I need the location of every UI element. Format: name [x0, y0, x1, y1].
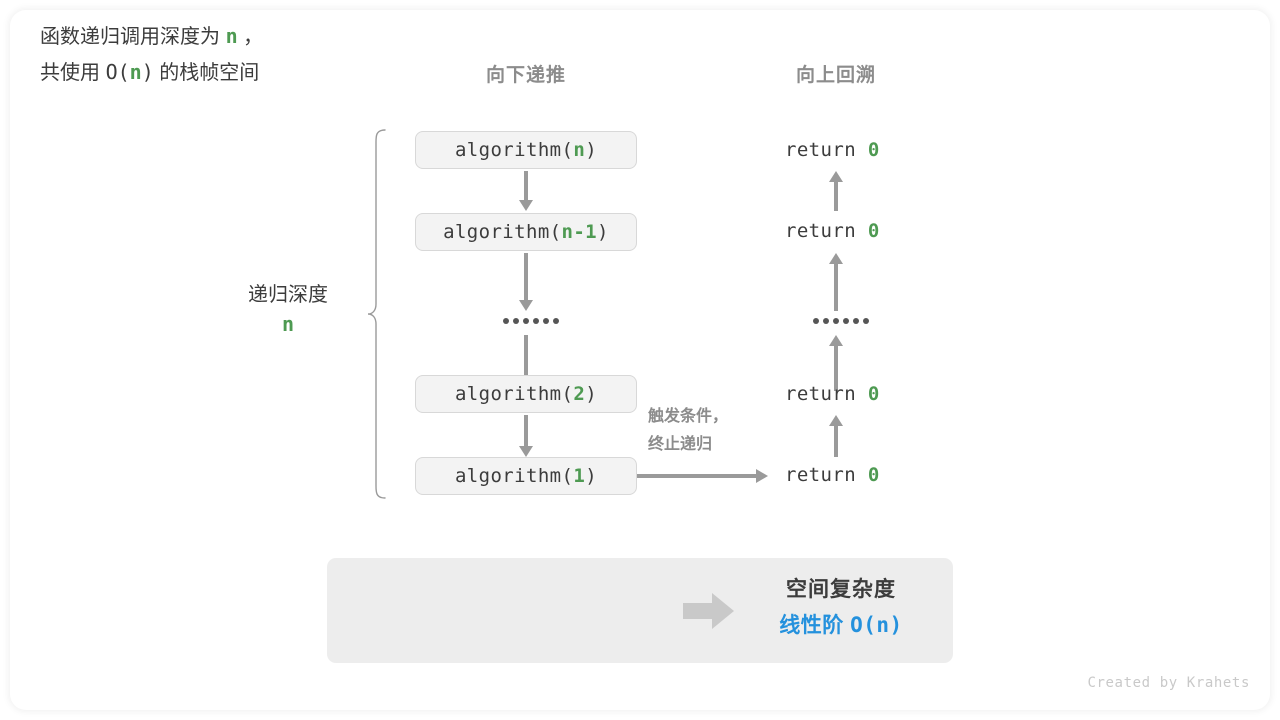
summary-line2-a: 共使用 [40, 62, 106, 84]
down-arrow-4 [519, 415, 533, 457]
ellipsis-right [813, 318, 869, 324]
summary-line2-n: n [129, 60, 142, 84]
summary-right-text: 空间复杂度 线性阶 O(n) [735, 573, 947, 643]
summary-line-2: 共使用 O(n) 的栈帧空间 [40, 55, 263, 91]
recursion-depth-text: 递归深度 [248, 284, 328, 306]
call-box-prefix: algorithm( [443, 221, 562, 243]
call-box-2[interactable]: algorithm(2) [415, 375, 637, 413]
trigger-note-line1: 触发条件， [648, 408, 729, 425]
return-value: 0 [867, 464, 880, 486]
column-header-ascend: 向上回溯 [795, 65, 876, 86]
call-box-arg: 2 [573, 383, 586, 405]
summary-line1-b: ， [237, 26, 264, 48]
call-box-arg: n-1 [561, 221, 598, 243]
up-arrow-1 [829, 171, 843, 211]
call-box-prefix: algorithm( [454, 465, 574, 487]
call-box-suffix: ) [597, 221, 609, 243]
credit-text: Created by Krahets [1087, 675, 1250, 691]
block-right-arrow-icon [683, 592, 735, 630]
up-arrow-2 [829, 253, 843, 311]
summary-line2-b: 的栈帧空间 [153, 62, 260, 84]
base-case-arrow [637, 469, 768, 483]
complexity-value: 线性阶 O(n) [735, 608, 947, 644]
call-box-prefix: algorithm( [454, 383, 574, 405]
summary-panel [327, 558, 953, 663]
recursion-depth-label: 递归深度 n [200, 281, 376, 339]
call-box-suffix: ) [585, 383, 598, 405]
call-box-suffix: ) [585, 465, 598, 487]
call-box-1[interactable]: algorithm(1) [415, 457, 637, 495]
summary-line1-a: 函数递归调用深度为 [40, 26, 226, 48]
call-box-suffix: ) [585, 139, 598, 161]
return-keyword: return [785, 220, 857, 242]
column-header-descend: 向下递推 [485, 65, 566, 86]
up-arrow-4 [829, 415, 843, 457]
return-keyword: return [785, 139, 857, 161]
return-value: 0 [867, 383, 880, 405]
return-stmt-2: return 0 [785, 220, 880, 242]
recursion-depth-value: n [281, 312, 295, 336]
trigger-condition-note: 触发条件， 终止递归 [648, 403, 728, 459]
down-arrow-2 [519, 253, 533, 311]
summary-line2-c: ) [141, 60, 154, 84]
summary-line-1: 函数递归调用深度为 n ， [40, 19, 263, 55]
return-stmt-4: return 0 [785, 464, 880, 486]
ellipsis-left [503, 318, 559, 324]
summary-line1-n: n [225, 24, 238, 48]
call-box-arg: n [573, 139, 586, 161]
return-value: 0 [867, 220, 880, 242]
down-arrow-1 [519, 171, 533, 211]
call-box-arg: 1 [573, 465, 586, 487]
return-keyword: return [785, 383, 857, 405]
call-box-n[interactable]: algorithm(n) [415, 131, 637, 169]
up-arrow-3 [829, 335, 843, 391]
call-box-n-minus-1[interactable]: algorithm(n-1) [415, 213, 637, 251]
return-stmt-3: return 0 [785, 383, 880, 405]
return-stmt-1: return 0 [785, 139, 880, 161]
call-box-prefix: algorithm( [454, 139, 574, 161]
complexity-value-label: 线性阶 [779, 613, 851, 637]
return-keyword: return [785, 464, 857, 486]
summary-line2-o: O( [105, 60, 130, 84]
recursion-depth-brace [366, 128, 392, 505]
complexity-value-code: O(n) [850, 612, 903, 637]
trigger-note-line2: 终止递归 [648, 436, 713, 453]
complexity-title: 空间复杂度 [786, 578, 896, 601]
summary-left-text: 函数递归调用深度为 n ， 共使用 O(n) 的栈帧空间 [40, 19, 263, 91]
return-value: 0 [867, 139, 880, 161]
